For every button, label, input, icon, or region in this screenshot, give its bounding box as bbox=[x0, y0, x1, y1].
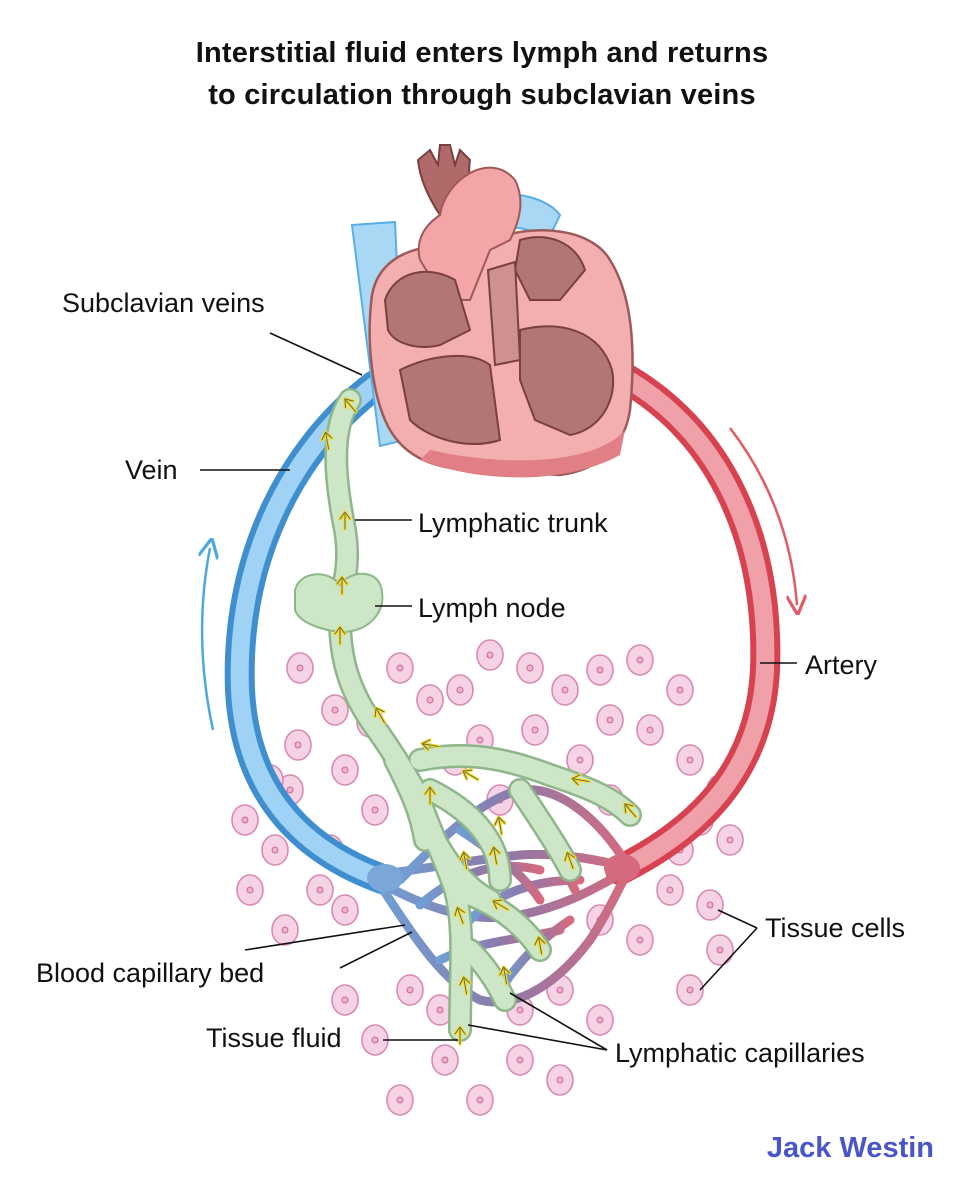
label-lymphatic-capillaries: Lymphatic capillaries bbox=[615, 1038, 865, 1068]
heart-apex-shade bbox=[420, 430, 625, 478]
tissue-cell-nucleus bbox=[271, 846, 279, 854]
label-tissue-cells: Tissue cells bbox=[765, 913, 906, 943]
title-line-1: Interstitial fluid enters lymph and retu… bbox=[195, 37, 769, 69]
lymph-flow-arrow-outline bbox=[459, 976, 471, 995]
tissue-cell-nucleus bbox=[636, 936, 644, 944]
tissue-cell-nucleus bbox=[316, 886, 324, 894]
tissue-cell-nucleus bbox=[456, 686, 464, 694]
lymph-flow-arrow-outline bbox=[374, 707, 385, 724]
label-artery: Artery bbox=[805, 650, 878, 680]
tissue-cell-nucleus bbox=[296, 664, 304, 672]
lymph-flow-arrow-outline bbox=[462, 769, 479, 780]
lymph-flow-arrow-outline bbox=[624, 803, 637, 818]
tissue-cell-nucleus bbox=[371, 806, 379, 814]
pulmonary-trunk bbox=[486, 260, 522, 367]
tissue-cell-nucleus bbox=[686, 986, 694, 994]
tissue-cell-nucleus bbox=[294, 741, 302, 749]
tissue-cell-nucleus bbox=[526, 664, 534, 672]
tissue-cell-nucleus bbox=[436, 1006, 444, 1014]
tissue-cell-nucleus bbox=[331, 706, 339, 714]
venule-junction bbox=[367, 864, 403, 892]
label-vein: Vein bbox=[125, 455, 178, 485]
lymph-flow-arrow-outline bbox=[339, 511, 351, 530]
tissue-cell-nucleus bbox=[561, 686, 569, 694]
lymph-flow-arrows bbox=[320, 397, 638, 1046]
tissue-cell-nucleus bbox=[396, 664, 404, 672]
lymph-flow-arrow-outline bbox=[421, 739, 440, 751]
lymph-flow-arrow-outline bbox=[454, 1026, 466, 1045]
tissue-cell-nucleus bbox=[606, 716, 614, 724]
left-ventricle bbox=[519, 325, 615, 437]
aortic-arch bbox=[417, 166, 522, 301]
tissue-cell-nucleus bbox=[241, 816, 249, 824]
lymph-flow-arrow-outline bbox=[334, 626, 346, 645]
vein-vessel-highlight bbox=[230, 376, 394, 889]
tissue-cell-nucleus bbox=[406, 986, 414, 994]
artery-flow-direction-arrow bbox=[729, 427, 797, 605]
tissue-cell-nucleus bbox=[646, 726, 654, 734]
lymph-flow-arrow-outline bbox=[489, 846, 501, 865]
tissue-cell-nucleus bbox=[396, 1096, 404, 1104]
tissue-cell-nucleus bbox=[516, 1006, 524, 1014]
lymph-flow-arrow-outline bbox=[454, 906, 465, 924]
label-lymph-node: Lymph node bbox=[418, 593, 566, 623]
label-subclavian-veins: Subclavian veins bbox=[62, 288, 265, 318]
tissue-cell-nucleus bbox=[286, 786, 294, 794]
tissue-cell-nucleus bbox=[516, 1056, 524, 1064]
tissue-cell-nucleus bbox=[636, 656, 644, 664]
tissue-cell-nucleus bbox=[726, 836, 734, 844]
vein-flow-direction-arrow bbox=[202, 548, 213, 731]
tissue-cell-nucleus bbox=[341, 906, 349, 914]
tissue-cell-nucleus bbox=[686, 756, 694, 764]
artery-vessel-highlight bbox=[611, 366, 775, 879]
tissue-cell-nucleus bbox=[531, 726, 539, 734]
lymph-flow-arrow-outline bbox=[344, 398, 357, 413]
leader-lines bbox=[200, 332, 797, 1051]
lymph-flow-arrow-outline bbox=[499, 966, 511, 985]
right-atrium bbox=[383, 270, 472, 348]
brand-logo-text: Jack Westin bbox=[766, 1132, 934, 1164]
tissue-cell-nucleus bbox=[246, 886, 254, 894]
tissue-cell-nucleus bbox=[666, 886, 674, 894]
title-line-2: to circulation through subclavian veins bbox=[208, 79, 756, 111]
lymph-flow-arrow-outline bbox=[494, 816, 506, 835]
lymph-flow-arrow-outline bbox=[492, 899, 509, 910]
left-atrium bbox=[513, 236, 587, 301]
tissue-cell-nucleus bbox=[476, 1096, 484, 1104]
tissue-cell-nucleus bbox=[576, 756, 584, 764]
tissue-cell-nucleus bbox=[371, 1036, 379, 1044]
tissue-cell-nucleus bbox=[341, 766, 349, 774]
lymph-flow-arrow-outline bbox=[534, 936, 546, 955]
tissue-cell-nucleus bbox=[486, 651, 494, 659]
heart bbox=[350, 144, 634, 478]
tissue-cell-nucleus bbox=[441, 1056, 449, 1064]
tissue-cell-nucleus bbox=[596, 666, 604, 674]
tissue-cell-nucleus bbox=[556, 1076, 564, 1084]
lymph-flow-arrow-outline bbox=[571, 774, 590, 786]
lymph-flow-arrow-outline bbox=[321, 431, 333, 450]
arteriole-junction bbox=[604, 854, 640, 882]
tissue-cell-nucleus bbox=[476, 736, 484, 744]
right-ventricle bbox=[398, 354, 502, 445]
tissue-cell-nucleus bbox=[341, 996, 349, 1004]
lymph-flow-arrow-outline bbox=[424, 786, 436, 805]
tissue-cell-nucleus bbox=[676, 686, 684, 694]
lymph-flow-arrow-outline bbox=[336, 576, 348, 595]
lymph-flow-arrow-outline bbox=[564, 851, 575, 869]
diagram-title: Interstitial fluid enters lymph and retu… bbox=[0, 32, 964, 116]
tissue-cell-nucleus bbox=[716, 946, 724, 954]
tissue-cell-nucleus bbox=[426, 696, 434, 704]
lymph-flow-arrow-outline bbox=[459, 851, 471, 870]
tissue-cell-nucleus bbox=[596, 1016, 604, 1024]
lymph-node-shape bbox=[294, 572, 384, 634]
label-blood-capillary-bed: Blood capillary bed bbox=[36, 958, 265, 988]
tissue-cell-nucleus bbox=[556, 986, 564, 994]
label-lymphatic-trunk: Lymphatic trunk bbox=[418, 508, 608, 538]
tissue-cell-nucleus bbox=[281, 926, 289, 934]
label-tissue-fluid: Tissue fluid bbox=[206, 1023, 342, 1053]
artery-vessel bbox=[605, 360, 781, 885]
tissue-cell-nucleus bbox=[706, 901, 714, 909]
